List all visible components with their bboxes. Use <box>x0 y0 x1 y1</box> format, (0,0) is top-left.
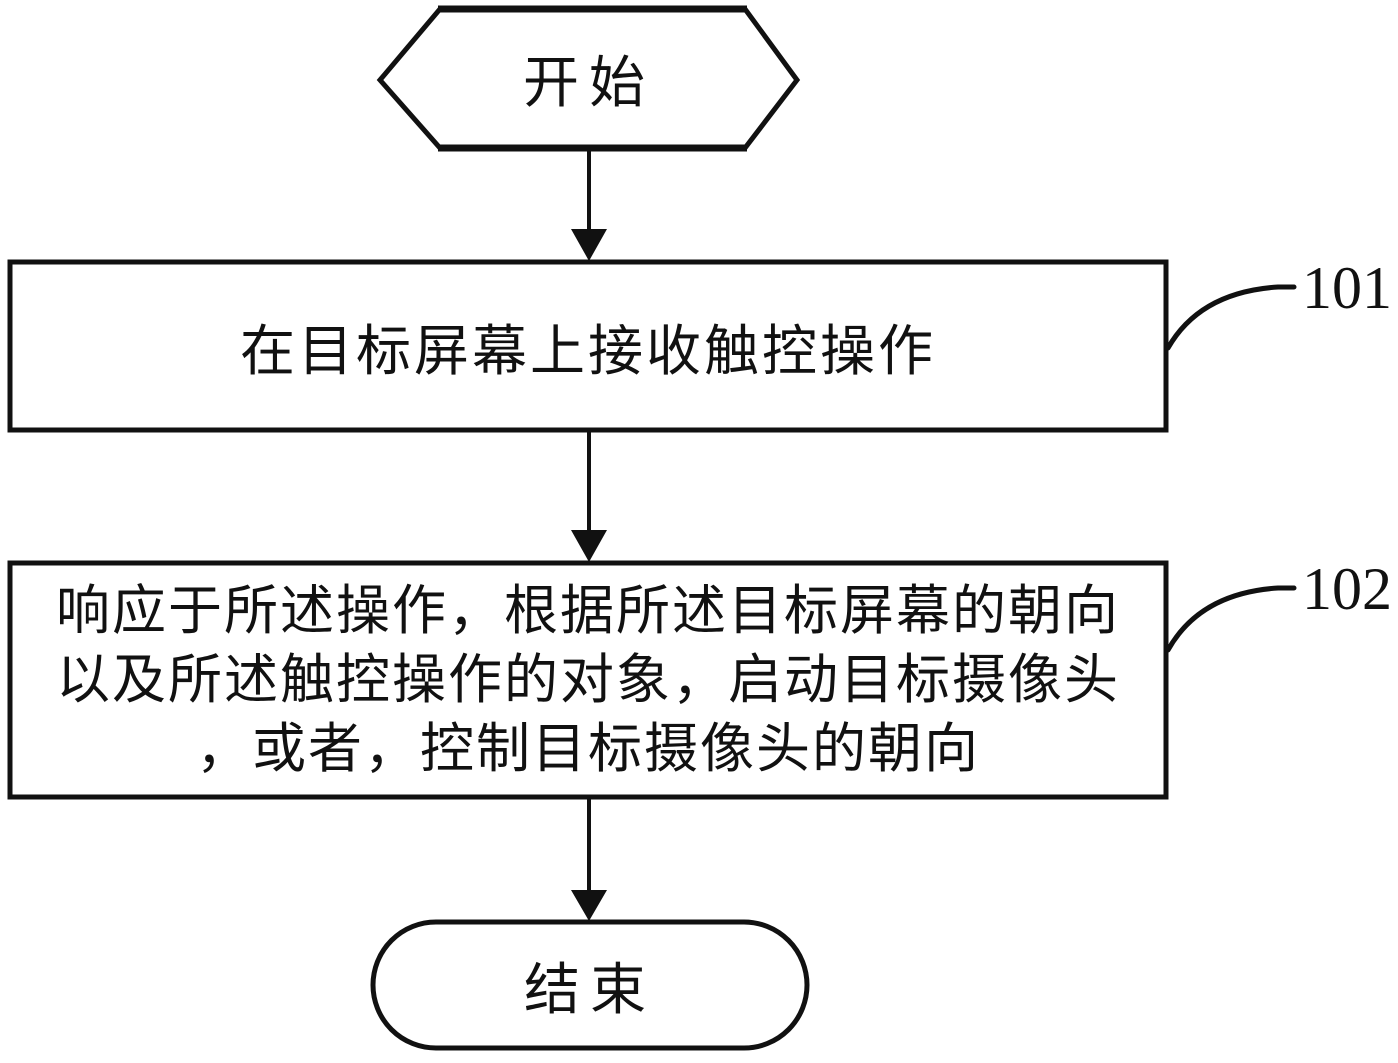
leader-line-102 <box>1165 585 1297 653</box>
end-terminator-shape <box>370 919 810 1051</box>
arrow-start-to-101-head <box>571 229 607 261</box>
arrow-101-to-102-head <box>571 530 607 562</box>
process-102-text-line2: 以及所述触控操作的对象，启动目标摄像头 <box>56 649 1120 710</box>
process-102-text: 响应于所述操作，根据所述目标屏幕的朝向 以及所述触控操作的对象，启动目标摄像头 … <box>10 563 1166 797</box>
process-102-text-line1: 响应于所述操作，根据所述目标屏幕的朝向 <box>56 580 1120 641</box>
process-101-text: 在目标屏幕上接收触控操作 <box>239 321 936 382</box>
end-node-label: 结束 <box>524 959 656 1022</box>
process-102-text-line3: ，或者，控制目标摄像头的朝向 <box>196 718 980 779</box>
reference-number-101: 101 <box>1302 255 1392 321</box>
leader-line-101 <box>1165 284 1297 351</box>
start-node-label: 开始 <box>523 53 655 115</box>
arrow-102-to-end-head <box>571 890 607 921</box>
reference-number-102: 102 <box>1302 556 1392 622</box>
